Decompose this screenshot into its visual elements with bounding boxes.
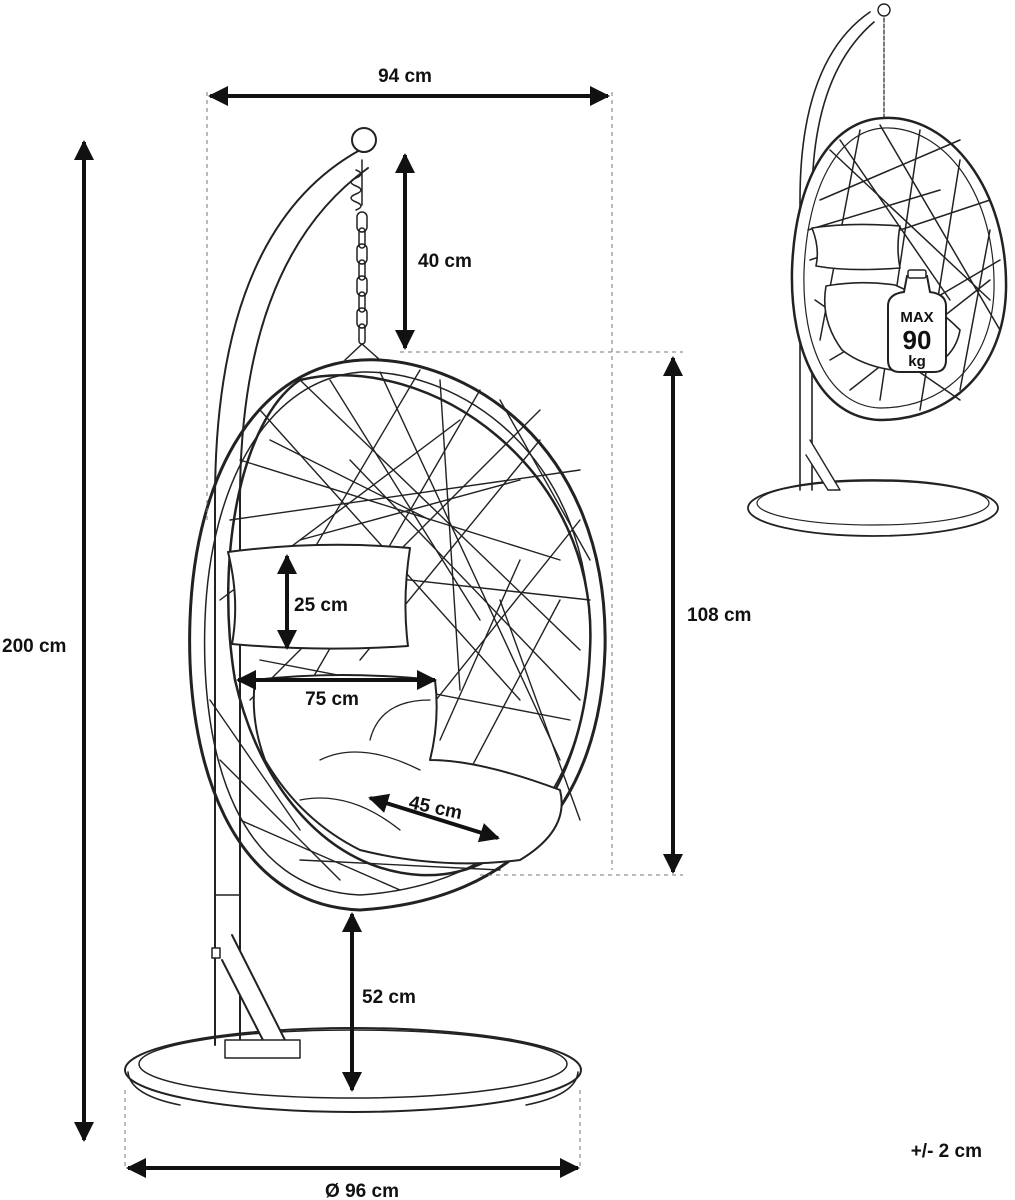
label-seat-ground: 52 cm	[362, 987, 416, 1008]
label-chain: 40 cm	[418, 251, 472, 272]
max-load-badge: MAX 90 kg	[887, 269, 947, 373]
head-pillow	[227, 543, 411, 650]
label-total-height: 200 cm	[2, 636, 66, 657]
weight-icon	[887, 275, 947, 373]
max-unit: kg	[908, 353, 926, 370]
guide-lines	[124, 92, 683, 1170]
label-width: 94 cm	[378, 66, 432, 87]
main-chair-drawing	[124, 127, 607, 1113]
label-tolerance: +/- 2 cm	[911, 1141, 982, 1162]
label-base-diameter: Ø 96 cm	[325, 1181, 399, 1200]
chain	[344, 159, 381, 361]
cushions	[227, 543, 563, 865]
dimension-arrows	[74, 86, 683, 1178]
max-value: 90	[903, 325, 932, 355]
label-egg-height: 108 cm	[687, 605, 751, 626]
thumbnail-chair	[747, 3, 1008, 537]
max-label: MAX	[900, 309, 933, 326]
stand-pole	[211, 127, 377, 1059]
seat-cushion	[252, 674, 563, 865]
label-pillow-height: 25 cm	[294, 595, 348, 616]
seat-depth-arrow	[368, 793, 500, 843]
label-seat-width: 75 cm	[305, 689, 359, 710]
